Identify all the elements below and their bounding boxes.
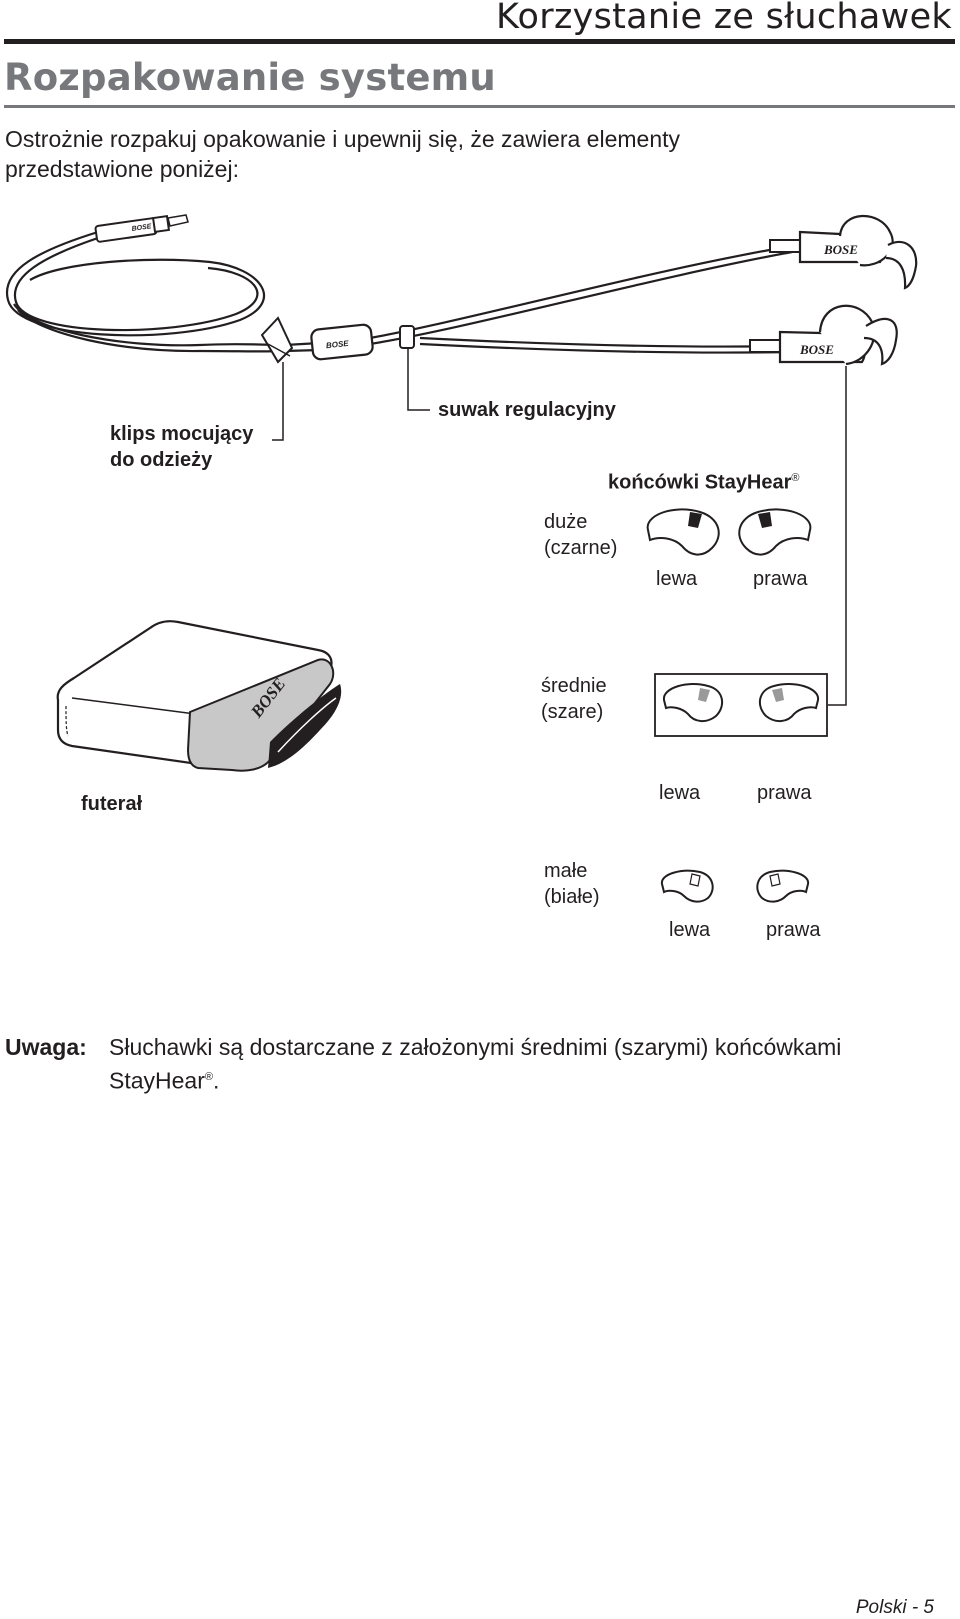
header-rule — [4, 39, 955, 44]
eartips-title-text: końcówki StayHear — [608, 471, 792, 494]
clip-label-line2: do odzieży — [110, 449, 213, 471]
svg-text:BOSE: BOSE — [823, 242, 858, 257]
header-title: Korzystanie ze słuchawek — [496, 0, 952, 37]
medium-eartips-frame — [654, 673, 828, 737]
large-label-line2: (czarne) — [544, 537, 618, 559]
medium-right-label: prawa — [757, 782, 812, 804]
eartip-medium-left-icon — [663, 682, 724, 722]
eartips-title: końcówki StayHear® — [608, 465, 800, 496]
note-text: Słuchawki są dostarczane z założonymi śr… — [109, 1034, 842, 1094]
eartip-medium-right-icon — [758, 682, 819, 722]
earbud-right-icon: BOSE — [769, 214, 918, 290]
small-label-line1: małe — [544, 860, 588, 882]
earbud-left-icon: BOSE — [749, 304, 898, 366]
svg-text:BOSE: BOSE — [326, 339, 350, 350]
small-label-line2: (białe) — [544, 886, 600, 908]
eartip-small-right-icon — [756, 869, 810, 903]
note-registered-mark: ® — [204, 1071, 213, 1083]
svg-text:BOSE: BOSE — [131, 223, 152, 233]
eartip-small-left-icon — [660, 869, 714, 903]
note-label: Uwaga: — [5, 1034, 87, 1060]
large-left-label: lewa — [656, 568, 698, 590]
small-left-label: lewa — [669, 919, 711, 941]
inline-remote-icon: BOSE — [310, 323, 374, 361]
section-title: Rozpakowanie systemu — [4, 56, 496, 99]
svg-text:BOSE: BOSE — [799, 342, 834, 357]
case-label: futerał — [81, 793, 143, 815]
medium-label-line2: (szare) — [541, 701, 604, 723]
eartip-large-right-icon — [738, 508, 812, 556]
medium-left-label: lewa — [659, 782, 701, 804]
page-number: Polski - 5 — [855, 1597, 934, 1618]
carry-case-icon: BOSE — [56, 620, 342, 772]
large-label-line1: duże — [544, 511, 588, 533]
small-right-label: prawa — [766, 919, 821, 941]
intro-paragraph: Ostrożnie rozpakuj opakowanie i upewnij … — [5, 126, 681, 182]
note-text-wrap: Słuchawki są dostarczane z założonymi śr… — [109, 1032, 949, 1096]
note-end: . — [212, 1067, 220, 1094]
audio-plug-icon: BOSE — [94, 214, 189, 243]
clothing-clip-icon — [260, 316, 294, 364]
large-right-label: prawa — [753, 568, 808, 590]
registered-mark: ® — [791, 472, 800, 484]
medium-label-line1: średnie — [541, 675, 607, 697]
package-contents-illustration: BOSE BOSE BOSE BOSE — [5, 214, 918, 903]
leader-lines — [272, 348, 847, 706]
section-rule — [4, 105, 955, 108]
cord-slider-icon — [399, 325, 415, 349]
clip-label-line1: klips mocujący — [110, 423, 254, 445]
headphone-cable — [5, 230, 793, 354]
eartip-large-left-icon — [646, 508, 720, 556]
slider-label: suwak regulacyjny — [438, 399, 616, 421]
